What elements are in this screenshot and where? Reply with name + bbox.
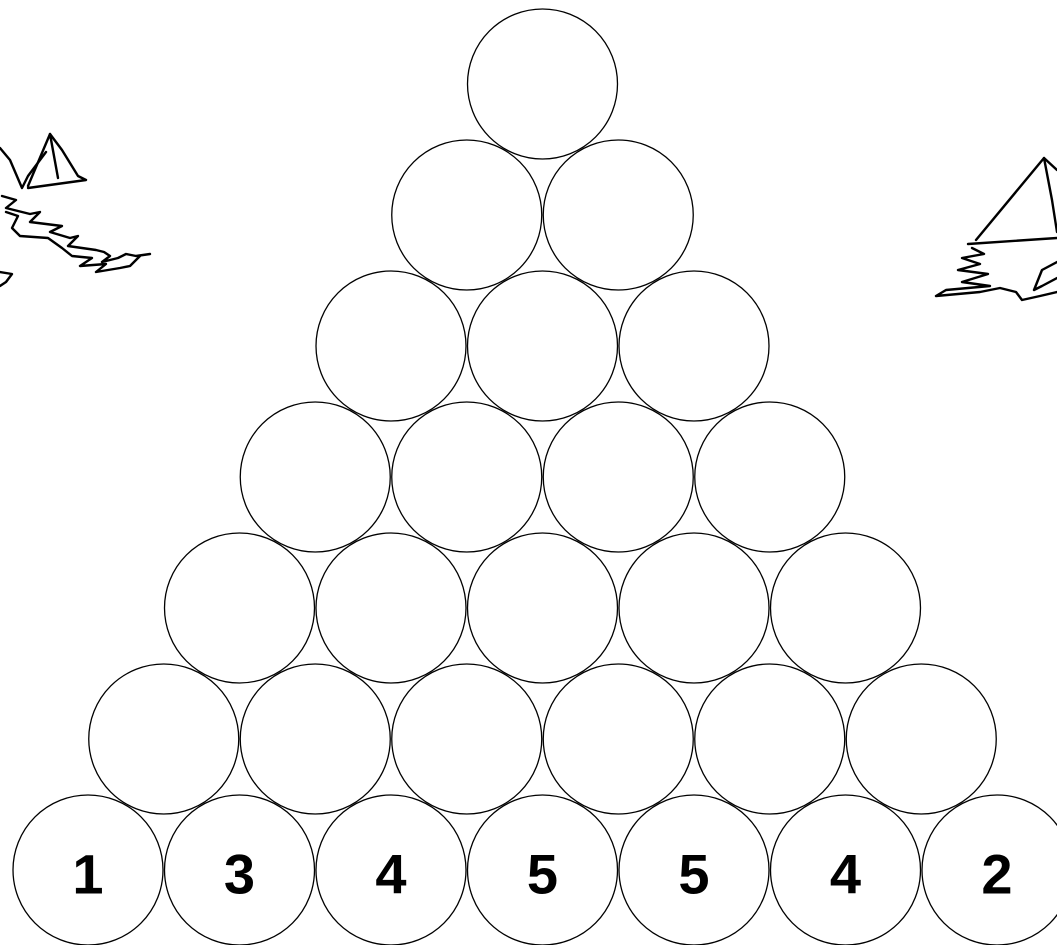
pyramid-ball[interactable] [695, 402, 845, 552]
pyramid-ball[interactable] [392, 664, 542, 814]
number-pyramid: 1 3 4 5 5 4 2 [13, 9, 1057, 945]
ball-number: 5 [678, 843, 709, 906]
pyramid-ball[interactable] [316, 533, 466, 683]
pyramid-ball[interactable] [240, 402, 390, 552]
pyramid-ball[interactable] [695, 664, 845, 814]
ball-number: 4 [375, 843, 406, 906]
pyramid-ball[interactable] [89, 664, 239, 814]
pyramid-ball[interactable] [619, 533, 769, 683]
pyramid-ball[interactable] [468, 9, 618, 159]
pyramid-ball[interactable] [543, 664, 693, 814]
pyramid-ball[interactable] [240, 664, 390, 814]
ball-number: 2 [981, 843, 1012, 906]
pyramid-ball[interactable] [543, 140, 693, 290]
hand-drawn-tree-icon [936, 158, 1057, 300]
pyramid-ball[interactable] [392, 402, 542, 552]
pyramid-ball[interactable] [543, 402, 693, 552]
ball-number: 5 [527, 843, 558, 906]
pyramid-ball[interactable] [392, 140, 542, 290]
cut-off-header-remnant [0, 0, 1057, 4]
pyramid-ball[interactable] [468, 271, 618, 421]
pyramid-ball[interactable] [165, 533, 315, 683]
ball-number: 3 [224, 843, 255, 906]
ball-number: 4 [830, 843, 861, 906]
pyramid-ball[interactable] [846, 664, 996, 814]
pyramid-ball[interactable] [316, 271, 466, 421]
pyramid-ball[interactable] [468, 533, 618, 683]
pyramid-ball[interactable] [619, 271, 769, 421]
hand-drawn-tree-icon [0, 134, 150, 286]
pyramid-ball[interactable] [771, 533, 921, 683]
ball-number: 1 [72, 843, 103, 906]
